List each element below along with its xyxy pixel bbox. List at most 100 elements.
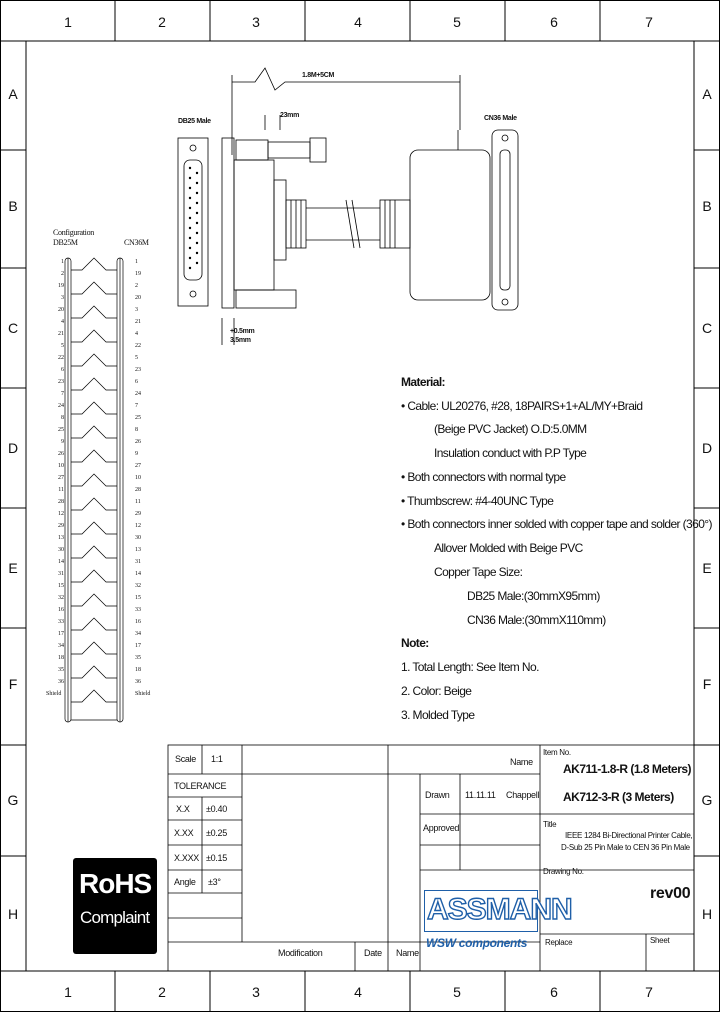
material-line-1: • Cable: UL20276, #28, 18PAIRS+1+AL/MY+B… [401,399,643,413]
assmann-brand: ASSMANN [426,892,573,926]
tolerance-xxxx-label: X.XXX [174,853,200,863]
left-pin-label: 32 [58,595,64,601]
angle-value: ±3° [208,877,221,887]
material-line-4: • Both connectors with normal type [401,470,566,484]
left-pin-label: 25 [58,427,64,433]
scale-value: 1:1 [211,754,223,764]
grid-row-b-left: B [8,198,18,214]
right-pin-label: 4 [135,331,138,337]
right-pin-label: 23 [135,367,141,373]
tolerance-xx-label: X.X [176,804,190,814]
angle-label: Angle [174,877,196,887]
scale-label: Scale [175,754,197,764]
left-pin-label: 4 [61,319,64,325]
right-pin-label: 21 [135,319,141,325]
drawn-date: 11.11.11 [465,790,496,800]
right-pin-label: 32 [135,583,141,589]
right-pin-label: 19 [135,271,141,277]
left-pin-label: 22 [58,355,64,361]
left-pin-label: 6 [61,367,64,373]
grid-col-7-top: 7 [645,14,653,30]
right-pin-label: 29 [135,511,141,517]
right-pin-label: 3 [135,307,138,313]
title-line-1: IEEE 1284 Bi-Directional Printer Cable, [565,831,693,840]
left-pin-label: 24 [58,403,64,409]
material-line-7: Allover Molded with Beige PVC [434,541,583,555]
right-pin-label: 30 [135,535,141,541]
grid-row-g-right: G [701,792,713,808]
right-pin-label: 27 [135,463,141,469]
left-pin-label: 31 [58,571,64,577]
material-line-10: CN36 Male:(30mmX110mm) [467,613,606,627]
name-label: Name [510,757,533,767]
configuration-left-header: DB25M [53,238,78,247]
note-line-3: 3. Molded Type [401,708,475,722]
item-line-1: AK711-1.8-R (1.8 Meters) [563,762,692,776]
title-label: Title [543,820,557,829]
grid-row-a-left: A [8,86,18,102]
right-pin-label: 11 [135,499,141,505]
left-pin-label: 28 [58,499,64,505]
left-pin-label: 14 [58,559,64,565]
title-line-2: D-Sub 25 Pin Male to CEN 36 Pin Male [561,843,690,852]
drawn-label: Drawn [425,790,450,800]
grid-col-2-bottom: 2 [158,984,166,1000]
item-line-2: AK712-3-R (3 Meters) [563,790,674,804]
left-pin-label: 8 [61,415,64,421]
grid-col-6-bottom: 6 [550,984,558,1000]
tolerance-b-label: 3.5mm [230,337,251,344]
grid-col-5-top: 5 [453,14,461,30]
left-pin-label: 12 [58,511,64,517]
cable-drawing [177,67,519,345]
grid-row-c-left: C [7,320,19,336]
left-pin-label: 7 [61,391,64,397]
assmann-logo: ASSMANN [424,890,573,932]
grid-row-e-right: E [702,560,712,576]
grid-col-3-top: 3 [252,14,260,30]
material-line-3: Insulation conduct with P.P Type [434,446,587,460]
left-pin-label: 23 [58,379,64,385]
configuration-right-header: CN36M [124,238,149,247]
grid-row-b-right: B [702,198,712,214]
tolerance-xxx-label: X.XX [174,828,194,838]
modification-label: Modification [278,948,323,958]
right-pin-label: 36 [135,679,141,685]
grid-col-1-bottom: 1 [64,984,72,1000]
left-pin-label: 27 [58,475,64,481]
tolerance-xx-value: ±0.40 [206,804,227,814]
db25-label: DB25 Male [178,118,211,125]
right-pin-label: 16 [135,619,141,625]
left-pin-label: 34 [58,643,64,649]
rohs-badge: RoHS Complaint [73,858,157,954]
left-pin-label: 35 [58,667,64,673]
right-pin-label: 2 [135,283,138,289]
left-pin-label: Shield [46,691,62,697]
material-heading: Material: [401,375,446,389]
right-pin-label: 15 [135,595,141,601]
left-pin-label: 16 [58,607,64,613]
left-pin-label: 9 [61,439,64,445]
drawn-name: Chappell [506,790,540,800]
left-pin-label: 26 [58,451,64,457]
date-label: Date [364,948,382,958]
grid-col-1-top: 1 [64,14,72,30]
left-pin-label: 29 [58,523,64,529]
left-pin-label: 20 [58,307,64,313]
grid-row-c-right: C [701,320,713,336]
right-pin-label: 12 [135,523,141,529]
name-label-bottom: Name [396,948,419,958]
right-pin-label: 1 [135,259,138,265]
grid-row-h-left: H [7,906,19,922]
right-pin-label: 31 [135,559,141,565]
left-pin-label: 1 [61,259,64,265]
left-pin-label: 19 [58,283,64,289]
right-pin-label: 18 [135,667,141,673]
right-pin-label: 26 [135,439,141,445]
left-pin-label: 33 [58,619,64,625]
approved-label: Approved [423,823,460,833]
grid-row-f-left: F [8,676,18,692]
left-pin-label: 11 [58,487,64,493]
material-line-9: DB25 Male:(30mmX95mm) [467,589,600,603]
grid-col-6-top: 6 [550,14,558,30]
screw-dimension-label: 23mm [280,112,300,119]
